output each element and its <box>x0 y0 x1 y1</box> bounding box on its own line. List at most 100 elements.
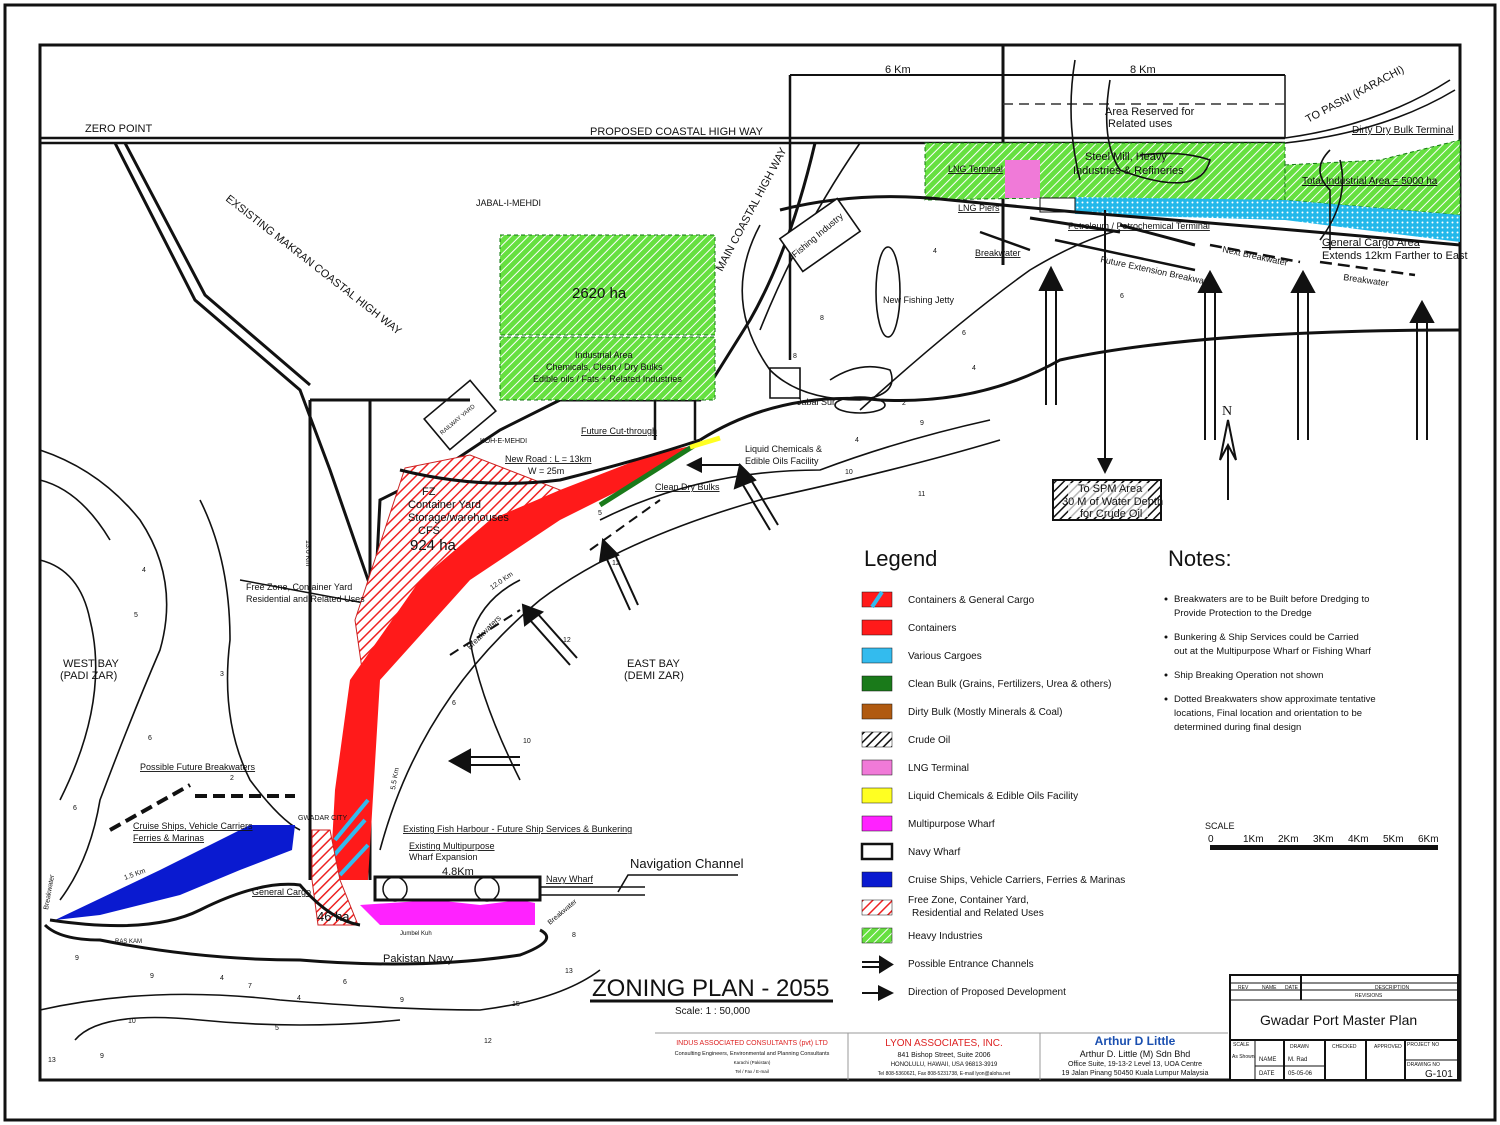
svg-text:8: 8 <box>572 932 576 939</box>
svg-text:PROJECT NO: PROJECT NO <box>1407 1042 1439 1048</box>
note-line: locations, Final location and orientatio… <box>1174 708 1362 719</box>
svg-text:10: 10 <box>845 469 853 476</box>
legend-swatch <box>861 675 893 692</box>
svg-text:Ferries & Marinas: Ferries & Marinas <box>133 833 205 843</box>
svg-text:N: N <box>1222 404 1232 419</box>
svg-text:5: 5 <box>134 612 138 619</box>
outer-border <box>3 3 1497 1122</box>
consultant-adl: Arthur D Little Arthur D. Little (M) Sdn… <box>1062 1034 1209 1077</box>
svg-text:3: 3 <box>220 671 224 678</box>
legend-label: Free Zone, Container Yard, <box>908 895 1029 906</box>
svg-text:8: 8 <box>820 315 824 322</box>
legend-label: Heavy Industries <box>908 931 982 942</box>
svg-text:4.8Km: 4.8Km <box>442 866 474 878</box>
svg-text:Edible oils / Fats + Related I: Edible oils / Fats + Related Industries <box>533 374 682 384</box>
svg-text:Storage/warehouses: Storage/warehouses <box>408 512 509 524</box>
note-line: determined during final design <box>1174 722 1301 733</box>
svg-text:12: 12 <box>484 1038 492 1045</box>
note-line: Bunkering & Ship Services could be Carri… <box>1174 632 1359 643</box>
svg-text:Next Breakwater: Next Breakwater <box>1222 244 1289 268</box>
map-frame <box>38 43 1462 1082</box>
svg-text:Arthur D. Little (M) Sdn Bhd: Arthur D. Little (M) Sdn Bhd <box>1080 1049 1191 1059</box>
svg-text:Related uses: Related uses <box>1108 118 1173 130</box>
legend-item: Crude Oil <box>861 731 950 748</box>
svg-text:10: 10 <box>523 738 531 745</box>
legend-item: Free Zone, Container Yard, Residential an… <box>861 895 1044 919</box>
consultant-indus: INDUS ASSOCIATED CONSULTANTS (pvt) LTD C… <box>675 1040 830 1074</box>
svg-text:DATE: DATE <box>1259 1071 1275 1077</box>
scale-tick-label: 0 <box>1208 834 1214 845</box>
legend-label: LNG Terminal <box>908 763 969 774</box>
legend: Legend Containers & General CargoContain… <box>860 546 1125 1001</box>
svg-text:Breakwaters: Breakwaters <box>465 614 503 652</box>
svg-text:RAS KAM: RAS KAM <box>115 939 142 945</box>
svg-text:Gwadar Port Master Plan: Gwadar Port Master Plan <box>1260 1012 1417 1028</box>
svg-text:5: 5 <box>598 510 602 517</box>
legend-label: Navy Wharf <box>908 847 960 858</box>
scale-tick-label: 6Km <box>1418 834 1439 845</box>
containers-zone <box>330 445 695 880</box>
legend-item: LNG Terminal <box>861 759 969 776</box>
svg-text:M. Rad: M. Rad <box>1288 1057 1307 1063</box>
svg-text:LNG Piers: LNG Piers <box>958 203 1000 213</box>
scale-tick-label: 1Km <box>1243 834 1264 845</box>
legend-label: Residential and Related Uses <box>912 908 1044 919</box>
svg-text:12: 12 <box>612 560 620 567</box>
svg-text:G-101: G-101 <box>1425 1069 1453 1080</box>
svg-text:Karachi (Pakistan): Karachi (Pakistan) <box>734 1060 771 1065</box>
svg-text:Breakwater: Breakwater <box>1343 272 1389 288</box>
navy-wharf-outline <box>373 875 542 902</box>
svg-text:Jabal Sur: Jabal Sur <box>797 397 835 407</box>
svg-text:As Shown: As Shown <box>1232 1054 1255 1060</box>
legend-label: Direction of Proposed Development <box>908 987 1066 998</box>
svg-text:Future Cut-through: Future Cut-through <box>581 426 657 436</box>
legend-swatch <box>861 787 893 804</box>
map-labels: ZERO POINT PROPOSED COASTAL HIGH WAY 6 K… <box>43 64 1467 965</box>
svg-text:Breakwater: Breakwater <box>547 898 579 927</box>
svg-text:DRAWING NO: DRAWING NO <box>1407 1062 1440 1068</box>
svg-text:Petroleum / Petrochemical Term: Petroleum / Petrochemical Terminal <box>1068 221 1210 231</box>
svg-text:6: 6 <box>1120 293 1124 300</box>
svg-text:EAST BAY: EAST BAY <box>627 658 680 670</box>
svg-text:46 ha: 46 ha <box>317 909 350 924</box>
legend-item: Possible Entrance Channels <box>862 955 1034 974</box>
svg-text:Office Suite, 19-13-2 Level 13: Office Suite, 19-13-2 Level 13, UOA Cent… <box>1068 1061 1202 1068</box>
scale-tick-label: 4Km <box>1348 834 1369 845</box>
svg-text:12.0 Km: 12.0 Km <box>489 571 515 592</box>
svg-text:12: 12 <box>563 637 571 644</box>
svg-text:TO PASNI (KARACHI): TO PASNI (KARACHI) <box>1304 64 1406 126</box>
legend-swatch <box>862 955 894 974</box>
legend-item: Direction of Proposed Development <box>862 985 1066 1001</box>
heavy-industry-zone-far-east <box>1284 139 1461 216</box>
svg-text:Navy Wharf: Navy Wharf <box>546 874 594 884</box>
svg-text:8: 8 <box>793 353 797 360</box>
svg-text:5: 5 <box>275 1025 279 1032</box>
svg-text:Breakwater: Breakwater <box>975 248 1021 258</box>
legend-item: Navy Wharf <box>860 842 960 861</box>
legend-swatch <box>861 731 893 748</box>
svg-text:Liquid Chemicals &: Liquid Chemicals & <box>745 444 822 454</box>
legend-label: Cruise Ships, Vehicle Carriers, Ferries … <box>908 875 1125 886</box>
svg-text:Tel 808-5360621, Fax 808-52317: Tel 808-5360621, Fax 808-5231738, E-mail… <box>878 1071 1011 1077</box>
svg-text:REVISIONS: REVISIONS <box>1355 993 1383 999</box>
svg-text:Consulting Engineers, Environm: Consulting Engineers, Environmental and … <box>675 1051 830 1057</box>
svg-text:REV: REV <box>1238 985 1249 991</box>
svg-text:19 Jalan Pinang 50450 Kuala Lu: 19 Jalan Pinang 50450 Kuala Lumpur Malay… <box>1062 1070 1209 1077</box>
svg-text:INDUS ASSOCIATED CONSULTANTS (: INDUS ASSOCIATED CONSULTANTS (pvt) LTD <box>676 1040 828 1047</box>
svg-text:Industrial Area: Industrial Area <box>575 350 633 360</box>
svg-text:W = 25m: W = 25m <box>528 466 564 476</box>
svg-text:LYON ASSOCIATES, INC.: LYON ASSOCIATES, INC. <box>885 1038 1002 1049</box>
svg-text:LNG Terminal: LNG Terminal <box>948 164 1003 174</box>
svg-text:General Cargo Area: General Cargo Area <box>1322 237 1421 249</box>
svg-text:PROPOSED COASTAL HIGH WAY: PROPOSED COASTAL HIGH WAY <box>590 126 764 138</box>
svg-text:841 Bishop Street, Suite 2006: 841 Bishop Street, Suite 2006 <box>897 1052 990 1059</box>
svg-text:2: 2 <box>230 775 234 782</box>
svg-text:DESCRIPTION: DESCRIPTION <box>1375 985 1410 991</box>
svg-text:KOH-E-MEHDI: KOH-E-MEHDI <box>480 438 527 445</box>
legend-swatch <box>861 703 893 720</box>
legend-label: Multipurpose Wharf <box>908 819 995 830</box>
svg-text:APPROVED: APPROVED <box>1374 1044 1402 1050</box>
svg-text:Free Zone, Container Yard: Free Zone, Container Yard <box>246 582 352 592</box>
svg-text:924 ha: 924 ha <box>410 537 457 554</box>
